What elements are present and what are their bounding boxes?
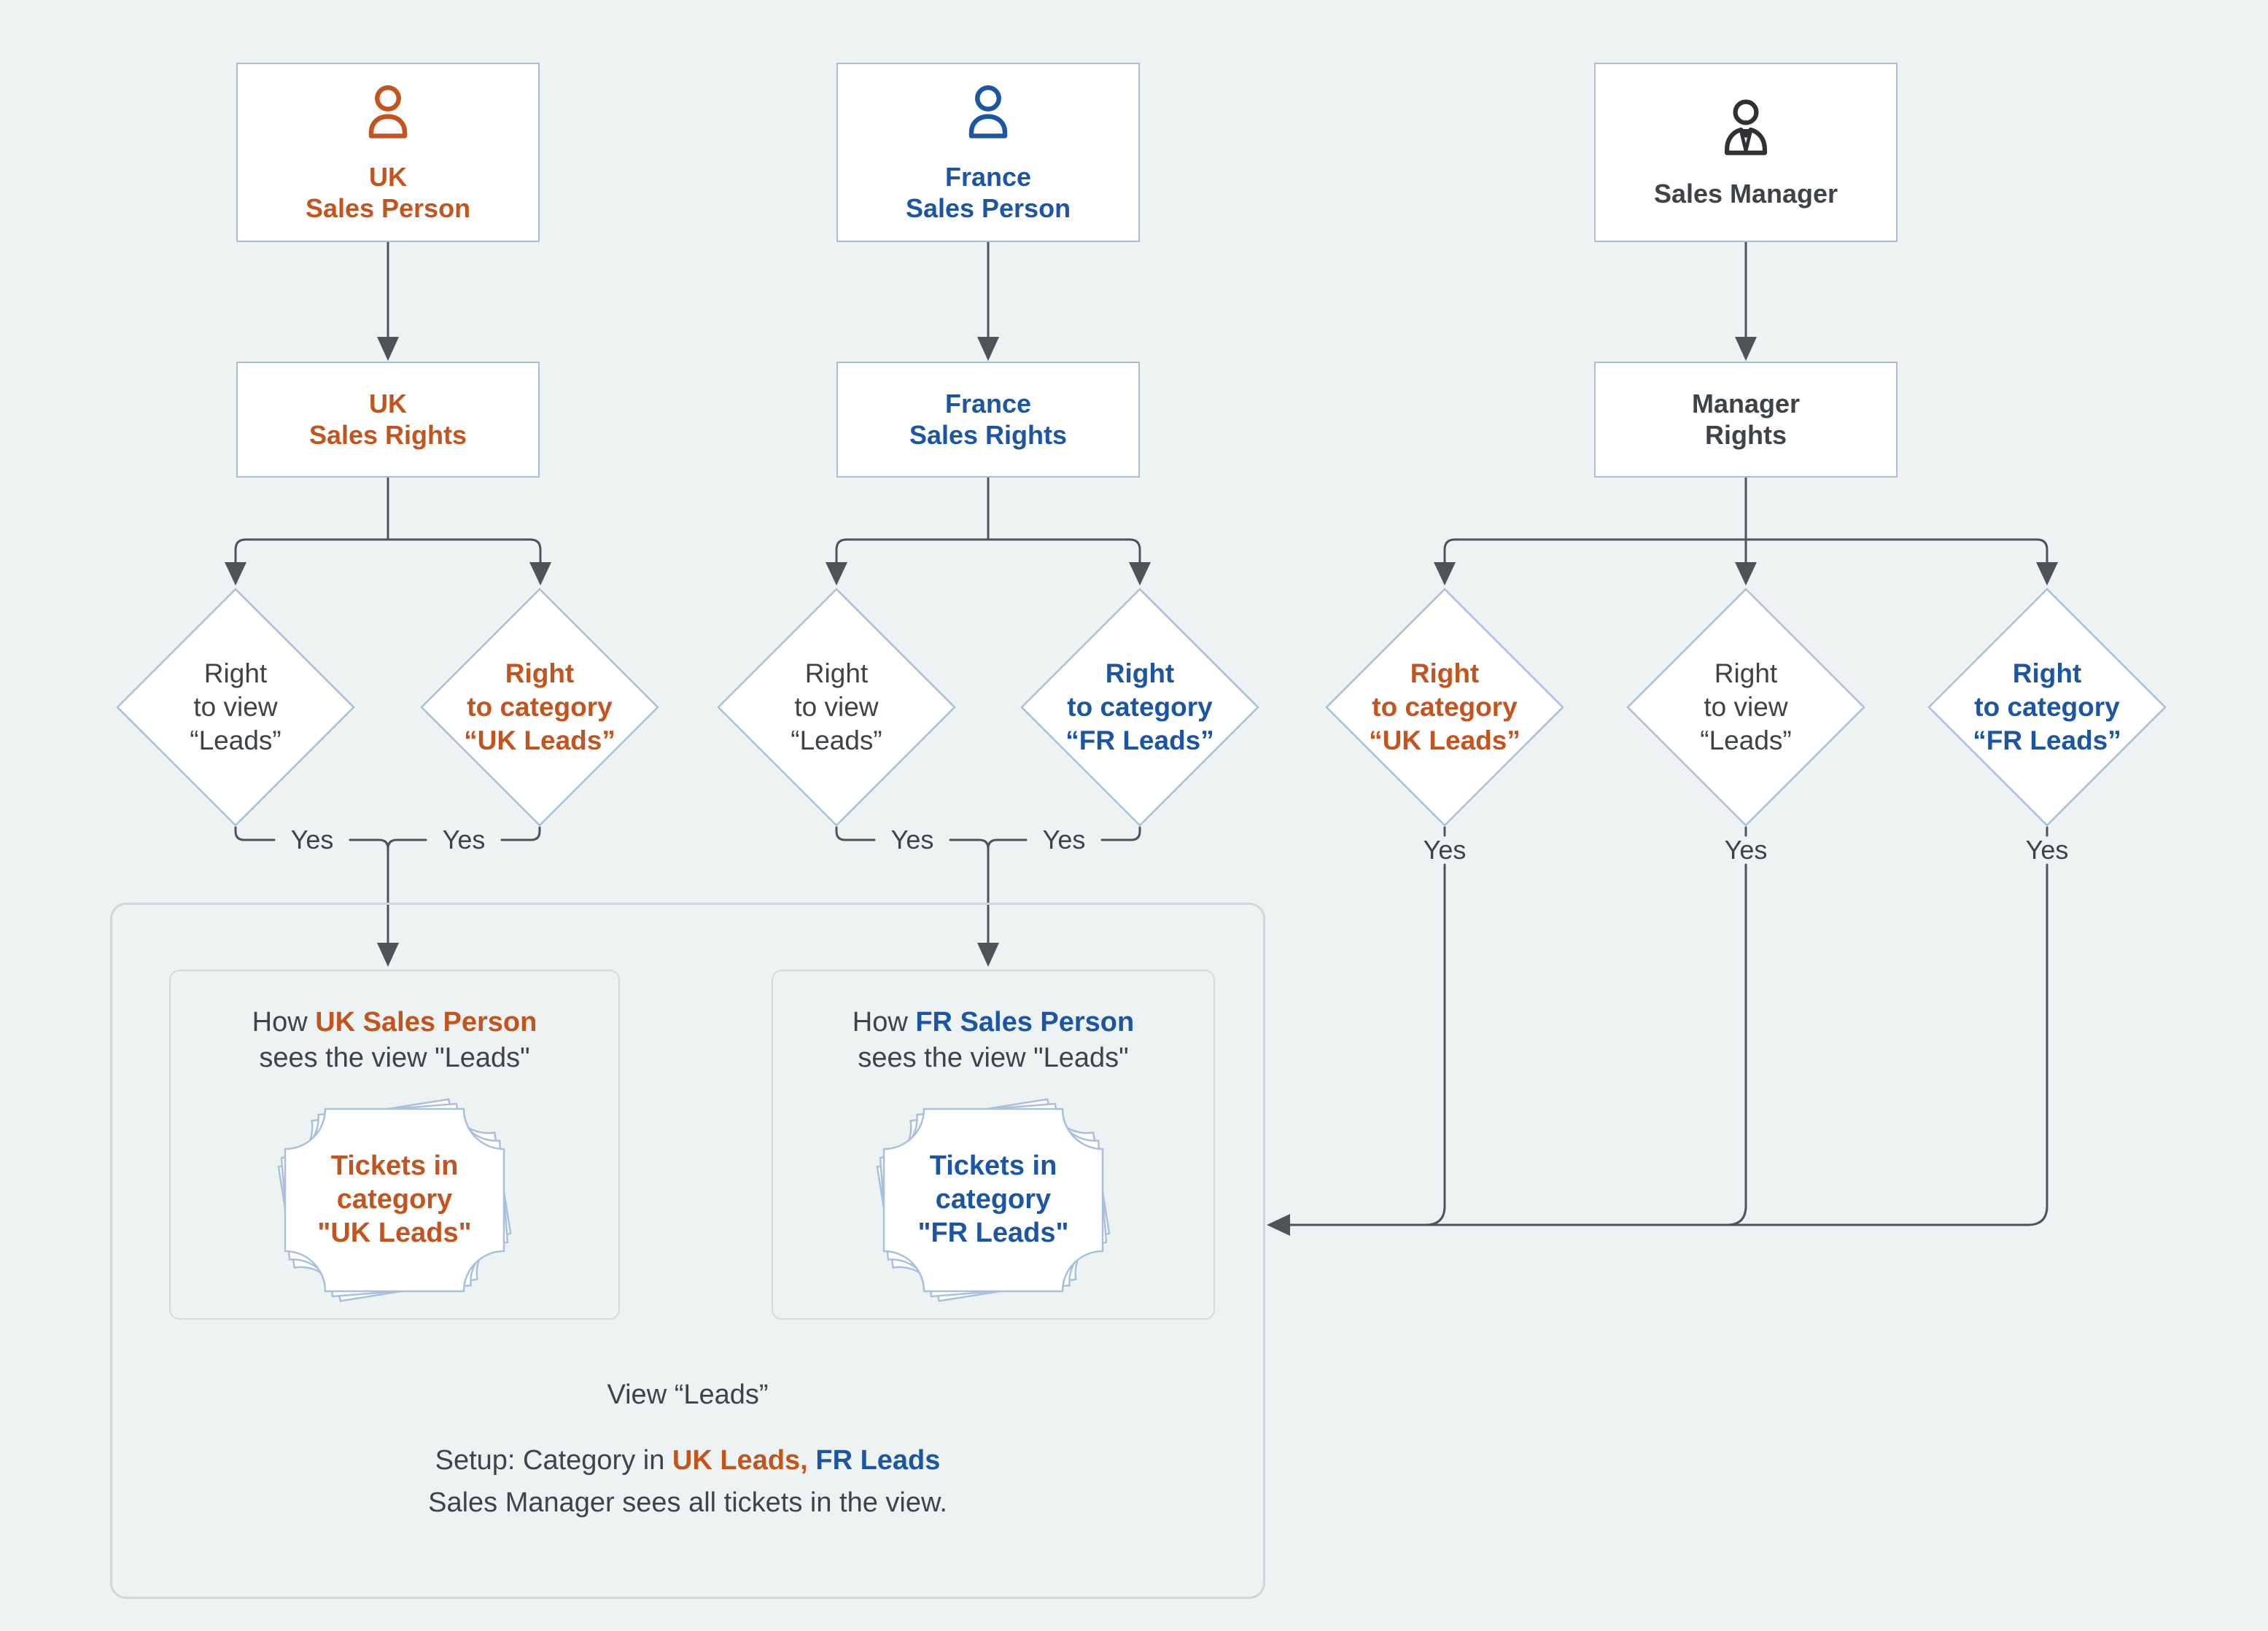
ticket-stack-icon: Tickets in category "FR Leads": [876, 1098, 1111, 1302]
connector-fr-actor-to-rights: [977, 241, 999, 361]
decision-label: Right to category “UK Leads”: [1369, 658, 1521, 755]
node-uk-sales-person: UK Sales Person: [236, 63, 540, 242]
yes-label: Yes: [890, 825, 934, 855]
setup-uk-leads: UK Leads,: [672, 1445, 808, 1476]
manager-rights-label: Manager Rights: [1691, 389, 1801, 450]
connector-uk-actor-to-rights: [377, 241, 399, 361]
panel-fr-title-line2: sees the view "Leads": [858, 1043, 1129, 1074]
decision-fr-right-to-view-leads: Right to view “Leads”: [716, 587, 957, 828]
decision-uk-right-to-category-uk-leads: Right to category “UK Leads”: [419, 587, 660, 828]
decision-label: Right to view “Leads”: [190, 658, 281, 755]
node-uk-sales-rights: UK Sales Rights: [236, 362, 540, 478]
decision-label: Right to category “FR Leads”: [1973, 658, 2121, 755]
decision-label: Right to view “Leads”: [791, 658, 882, 755]
connector-mgr-branch: [1434, 476, 2058, 585]
decision-uk-right-to-view-leads: Right to view “Leads”: [115, 587, 356, 828]
view-leads-container: [110, 903, 1265, 1599]
manager-person-icon: [1711, 95, 1781, 168]
connector-mgr-actor-to-rights: [1735, 241, 1757, 361]
uk-sales-rights-label: UK Sales Rights: [308, 389, 467, 450]
setup-line: Setup: Category in UK Leads,FR Leads: [435, 1445, 941, 1476]
view-leads-title: View “Leads”: [607, 1379, 769, 1410]
connector-uk-yes-merge: [234, 826, 541, 967]
panel-uk-title-line1: How UK Sales Person: [252, 1007, 537, 1038]
yes-label: Yes: [442, 825, 486, 855]
panel-uk-title-line2: sees the view "Leads": [259, 1043, 530, 1074]
tickets-uk-leads-label: Tickets in category "UK Leads": [317, 1151, 472, 1248]
manager-note: Sales Manager sees all tickets in the vi…: [428, 1487, 947, 1518]
decision-label: Right to category “UK Leads”: [464, 658, 615, 755]
ticket-stack-icon: Tickets in category "UK Leads": [277, 1098, 512, 1302]
yes-label: Yes: [1042, 825, 1086, 855]
panel-uk-title: How UK Sales Person sees the view "Leads…: [252, 1005, 537, 1077]
node-manager-rights: Manager Rights: [1594, 362, 1898, 478]
yes-label: Yes: [290, 825, 334, 855]
sales-manager-label: Sales Manager: [1653, 179, 1838, 209]
panel-fr-view: How FR Sales Person sees the view "Leads…: [772, 970, 1215, 1320]
connector-fr-yes-merge: [835, 826, 1141, 967]
france-sales-person-label: France Sales Person: [905, 162, 1071, 223]
uk-sales-person-label: UK Sales Person: [305, 162, 471, 223]
decision-label: Right to category “FR Leads”: [1065, 658, 1214, 755]
setup-fr-leads: FR Leads: [815, 1445, 941, 1476]
decision-mgr-right-to-category-fr-leads: Right to category “FR Leads”: [1927, 587, 2167, 828]
panel-fr-title: How FR Sales Person sees the view "Leads…: [853, 1005, 1134, 1077]
panel-fr-title-line1: How FR Sales Person: [852, 1007, 1135, 1038]
yes-label: Yes: [1724, 835, 1768, 865]
person-icon: [354, 81, 422, 152]
yes-label: Yes: [1423, 835, 1467, 865]
decision-label: Right to view “Leads”: [1700, 658, 1792, 755]
panel-uk-view: How UK Sales Person sees the view "Leads…: [169, 970, 620, 1320]
connector-fr-branch: [826, 476, 1151, 585]
decision-fr-right-to-category-fr-leads: Right to category “FR Leads”: [1020, 587, 1260, 828]
node-france-sales-person: France Sales Person: [836, 63, 1140, 242]
connector-mgr-yes-collector: [1267, 826, 2048, 1236]
yes-label: Yes: [2025, 835, 2069, 865]
france-sales-rights-label: France Sales Rights: [909, 389, 1068, 450]
person-icon: [955, 81, 1022, 152]
node-sales-manager: Sales Manager: [1594, 63, 1898, 242]
node-france-sales-rights: France Sales Rights: [836, 362, 1140, 478]
tickets-fr-leads-label: Tickets in category "FR Leads": [917, 1151, 1069, 1248]
decision-mgr-right-to-view-leads: Right to view “Leads”: [1626, 587, 1866, 828]
connector-uk-branch: [225, 476, 551, 585]
decision-mgr-right-to-category-uk-leads: Right to category “UK Leads”: [1324, 587, 1565, 828]
